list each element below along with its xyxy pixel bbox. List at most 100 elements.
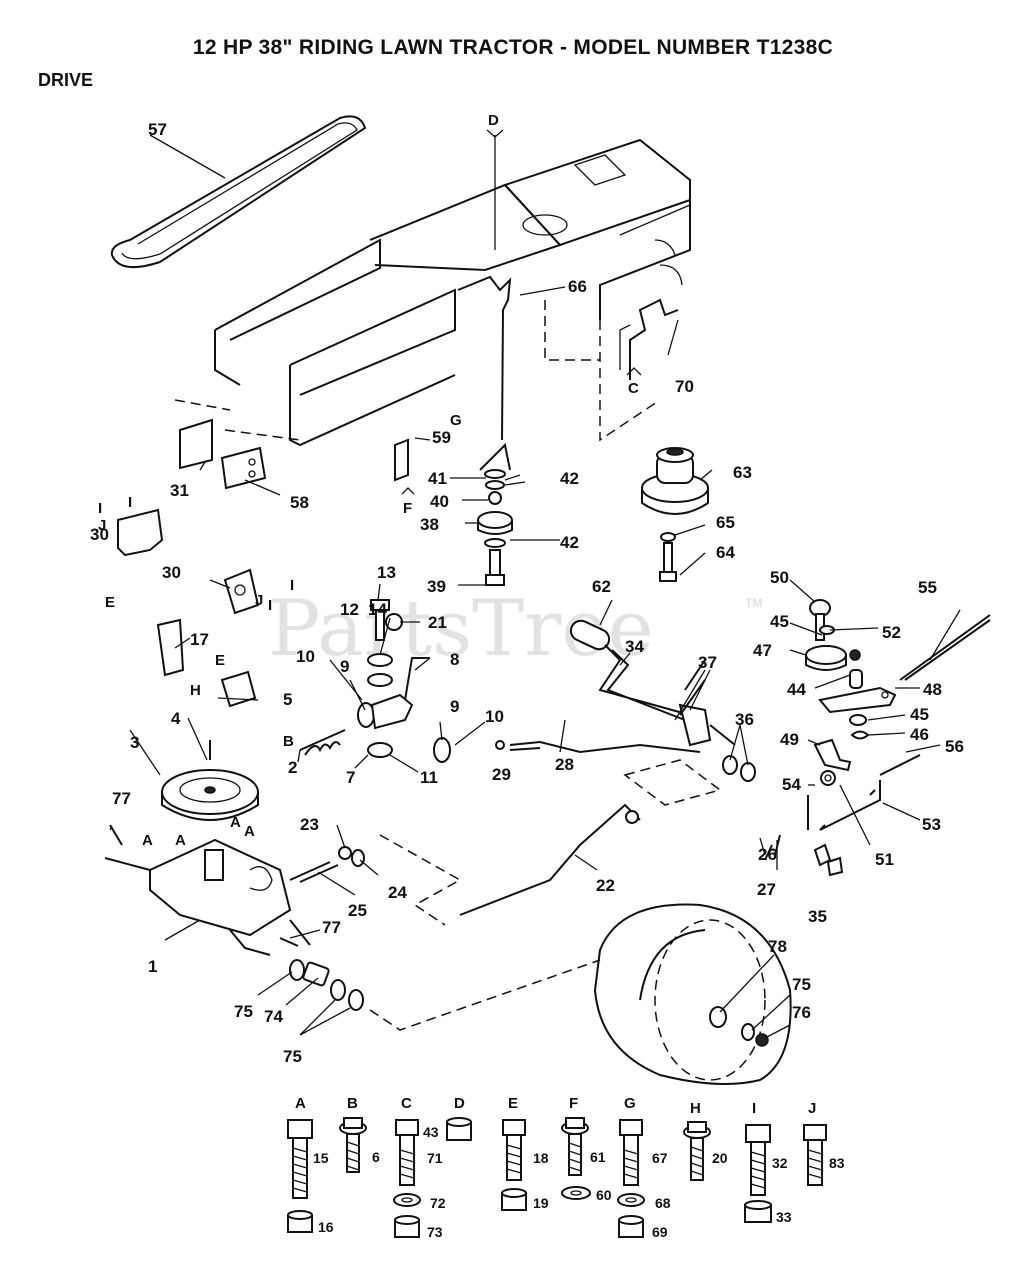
bracket-30 bbox=[117, 508, 260, 615]
callout-34: 34 bbox=[625, 637, 644, 656]
clutch-linkage bbox=[299, 599, 451, 763]
hw-e-nut: 19 bbox=[533, 1195, 549, 1211]
callout-77b: 77 bbox=[322, 918, 341, 937]
hw-g-letter: G bbox=[624, 1095, 636, 1112]
hw-c-nut: 73 bbox=[427, 1224, 443, 1240]
callout-75b: 75 bbox=[283, 1047, 302, 1066]
rear-wheel bbox=[593, 903, 792, 1085]
callout-38: 38 bbox=[420, 515, 439, 534]
hw-c-bolt: 71 bbox=[427, 1150, 443, 1166]
callout-45a: 45 bbox=[770, 612, 789, 631]
callout-62: 62 bbox=[592, 577, 611, 596]
callout-21: 21 bbox=[428, 613, 447, 632]
hw-c-letter: C bbox=[401, 1095, 412, 1112]
callout-13: 13 bbox=[377, 563, 396, 582]
callout-37: 37 bbox=[698, 653, 717, 672]
callout-42b: 42 bbox=[560, 533, 579, 552]
engine-pulley bbox=[641, 447, 709, 515]
callout-14: 14 bbox=[368, 600, 387, 619]
hw-i-nut: 33 bbox=[776, 1209, 792, 1225]
shift-rod-22 bbox=[459, 803, 641, 916]
ref-d: D bbox=[488, 112, 499, 129]
pins-26-27-35 bbox=[764, 834, 844, 877]
hw-e-bolt: 18 bbox=[533, 1150, 549, 1166]
hw-g-bolt: 67 bbox=[652, 1150, 668, 1166]
hw-f-letter: F bbox=[569, 1095, 578, 1112]
wire-brackets bbox=[457, 275, 679, 441]
leader-lines bbox=[109, 134, 961, 1039]
callout-36: 36 bbox=[735, 710, 754, 729]
callout-17: 17 bbox=[190, 630, 209, 649]
callout-66: 66 bbox=[568, 277, 587, 296]
drive-belt bbox=[110, 115, 367, 269]
callout-39: 39 bbox=[427, 577, 446, 596]
callout-5: 5 bbox=[283, 690, 292, 709]
callout-47: 47 bbox=[753, 641, 772, 660]
callout-46: 46 bbox=[910, 725, 929, 744]
ref-g: G bbox=[450, 412, 462, 429]
ref-j2: J bbox=[255, 592, 263, 609]
callout-55: 55 bbox=[918, 578, 937, 597]
callout-12: 12 bbox=[340, 600, 359, 619]
callout-25: 25 bbox=[348, 901, 367, 920]
guide-dashed bbox=[623, 759, 722, 806]
callout-9b: 9 bbox=[450, 697, 459, 716]
hw-g-nut: 69 bbox=[652, 1224, 668, 1240]
hw-j-letter: J bbox=[808, 1100, 816, 1117]
callout-65: 65 bbox=[716, 513, 735, 532]
callout-64: 64 bbox=[716, 543, 735, 562]
ref-h: H bbox=[190, 682, 201, 699]
rod-28 bbox=[495, 740, 701, 754]
callout-4: 4 bbox=[171, 709, 181, 728]
callout-56: 56 bbox=[945, 737, 964, 756]
ref-a1: A bbox=[142, 832, 153, 849]
callout-57: 57 bbox=[148, 120, 167, 139]
callout-50: 50 bbox=[770, 568, 789, 587]
watermark-tm: TM bbox=[745, 596, 762, 610]
callout-40: 40 bbox=[430, 492, 449, 511]
callout-23: 23 bbox=[300, 815, 319, 834]
callout-30b: 30 bbox=[162, 563, 181, 582]
ref-e2: E bbox=[215, 652, 225, 669]
callout-70: 70 bbox=[675, 377, 694, 396]
bracket-17-5 bbox=[156, 618, 257, 708]
callout-24: 24 bbox=[388, 883, 407, 902]
hw-d-letter: D bbox=[454, 1095, 465, 1112]
callout-59: 59 bbox=[432, 428, 451, 447]
ref-f: F bbox=[403, 500, 412, 517]
hw-h-letter: H bbox=[690, 1100, 701, 1117]
ref-b: B bbox=[283, 733, 294, 750]
hw-f-washer: 60 bbox=[596, 1187, 612, 1203]
ref-j1: J bbox=[98, 517, 106, 534]
hw-i-letter: I bbox=[752, 1100, 756, 1117]
callout-10a: 10 bbox=[296, 647, 315, 666]
small-brackets bbox=[179, 418, 409, 490]
callout-numbers: 57 66 70 63 59 31 58 41 40 38 42 42 39 6… bbox=[90, 120, 964, 1066]
callout-8: 8 bbox=[450, 650, 459, 669]
callout-27: 27 bbox=[757, 880, 776, 899]
ref-i4: I bbox=[268, 597, 272, 614]
ref-i2: I bbox=[128, 494, 132, 511]
callout-26: 26 bbox=[758, 845, 777, 864]
hw-a-nut: 16 bbox=[318, 1219, 334, 1235]
callout-11: 11 bbox=[420, 768, 438, 787]
callout-58: 58 bbox=[290, 493, 309, 512]
hw-i-bolt: 32 bbox=[772, 1155, 788, 1171]
callout-31: 31 bbox=[170, 481, 189, 500]
ref-a4: A bbox=[244, 823, 255, 840]
callout-76: 76 bbox=[792, 1003, 811, 1022]
hw-h-bolt: 20 bbox=[712, 1150, 728, 1166]
callout-74: 74 bbox=[264, 1007, 283, 1026]
hw-c-washer: 72 bbox=[430, 1195, 446, 1211]
ref-a3: A bbox=[230, 814, 241, 831]
callout-9a: 9 bbox=[340, 657, 349, 676]
hardware-legend: A 15 16 B 6 C 71 72 73 D 43 E bbox=[287, 1095, 845, 1240]
callout-7: 7 bbox=[346, 768, 355, 787]
callout-54: 54 bbox=[782, 775, 801, 794]
axle-spacers bbox=[289, 959, 601, 1031]
transmission-pulley bbox=[161, 740, 259, 821]
callout-44: 44 bbox=[787, 680, 806, 699]
reference-letters: D C G F E E H B I I J I I J A A A A bbox=[98, 112, 642, 849]
ref-i3: I bbox=[290, 577, 294, 594]
